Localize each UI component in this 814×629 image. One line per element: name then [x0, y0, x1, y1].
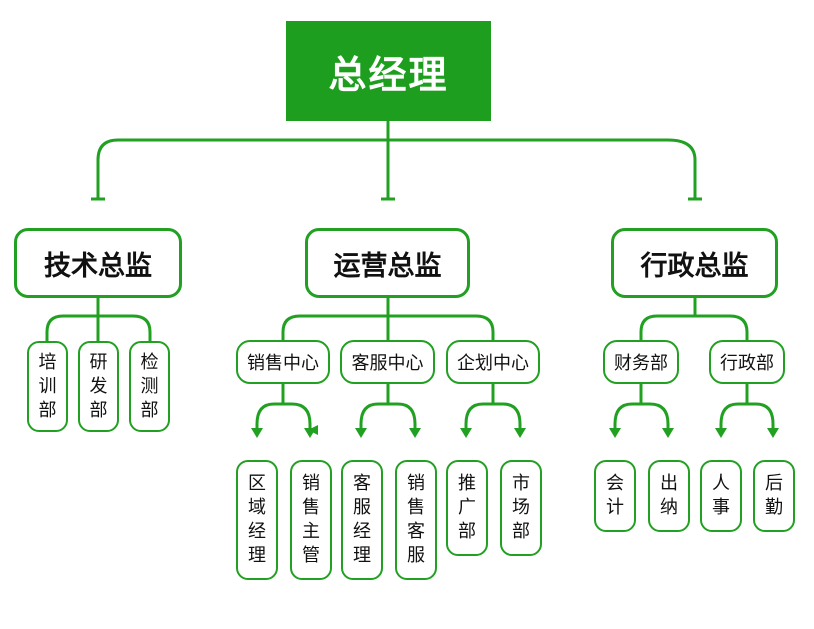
dept-testing: 检测部: [129, 341, 170, 432]
unit-cashier: 出纳: [648, 460, 690, 532]
unit-sales-supervisor: 销售主管: [290, 460, 332, 580]
unit-marketing: 市场部: [500, 460, 542, 556]
arrowheads-admin: [715, 428, 779, 438]
center-sales: 销售中心: [236, 340, 330, 384]
root-connector: [96, 121, 697, 200]
admin-dept-arrows: [719, 382, 775, 430]
arrowheads-planning: [460, 428, 526, 438]
dept-rnd: 研发部: [78, 341, 119, 432]
sales-arrows: [255, 382, 310, 430]
unit-logistics: 后勤: [753, 460, 795, 532]
finance-arrows: [613, 382, 670, 430]
planning-arrows: [464, 382, 522, 430]
unit-hr: 人事: [700, 460, 742, 532]
unit-accounting: 会计: [594, 460, 636, 532]
director-administration: 行政总监: [611, 228, 778, 298]
dept-finance: 财务部: [603, 340, 679, 384]
ops-connector: [281, 297, 495, 345]
arrowheads-sales: [251, 428, 316, 438]
director-technical: 技术总监: [14, 228, 182, 298]
unit-sales-service: 销售客服: [395, 460, 437, 580]
arrowheads-finance: [609, 428, 674, 438]
service-arrows: [359, 382, 417, 430]
unit-service-manager: 客服经理: [341, 460, 383, 580]
center-service: 客服中心: [340, 340, 435, 384]
director-operations: 运营总监: [305, 228, 470, 298]
general-manager-box: 总经理: [286, 21, 491, 121]
arrowheads-service: [355, 428, 421, 438]
dept-admin: 行政部: [709, 340, 785, 384]
admin-connector: [639, 297, 749, 345]
unit-promotion: 推广部: [446, 460, 488, 556]
tech-connector: [45, 297, 152, 345]
unit-regional-manager: 区域经理: [236, 460, 278, 580]
dept-training: 培训部: [27, 341, 68, 432]
center-planning: 企划中心: [446, 340, 540, 384]
